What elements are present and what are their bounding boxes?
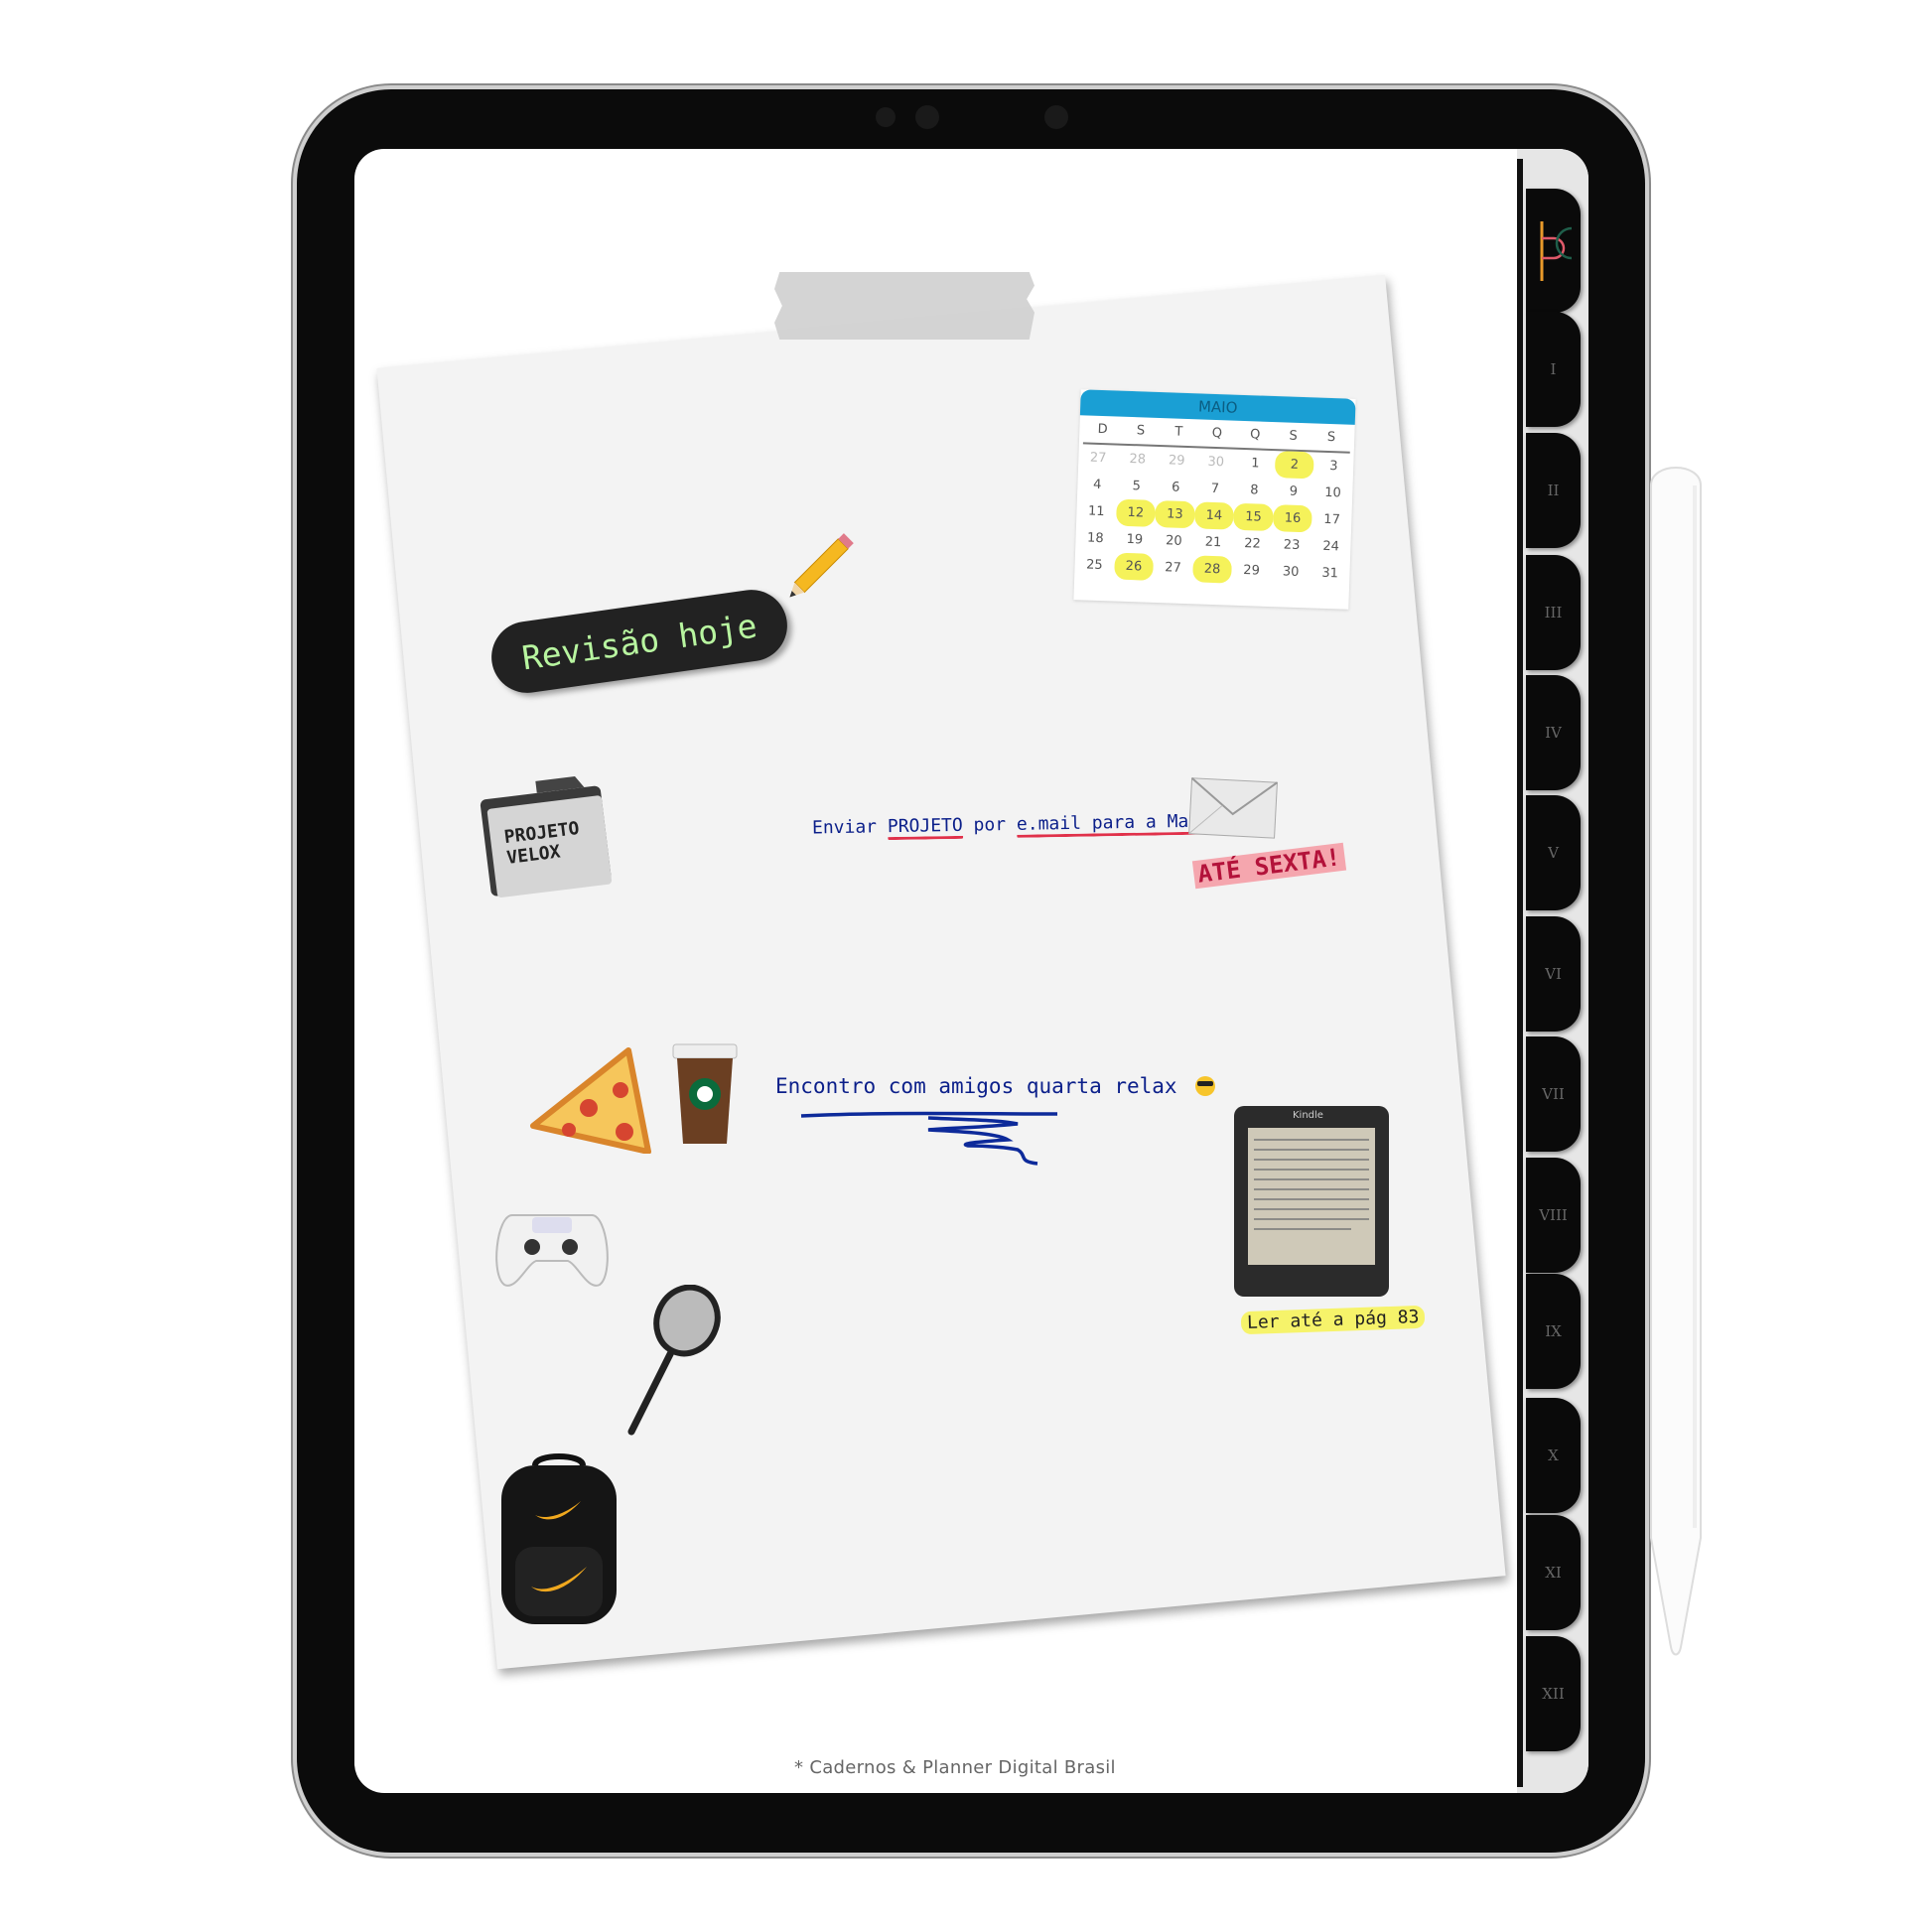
- camera-dot: [876, 107, 896, 127]
- tab-logo[interactable]: [1526, 189, 1581, 313]
- tab-section-4[interactable]: IV: [1526, 675, 1581, 790]
- tab-section-3[interactable]: III: [1526, 555, 1581, 670]
- calendar-day: 28: [1129, 451, 1147, 468]
- calendar-day: 14: [1193, 501, 1235, 530]
- tab-section-2[interactable]: II: [1526, 433, 1581, 548]
- calendar-day: 31: [1321, 565, 1339, 582]
- tab-section-9[interactable]: IX: [1526, 1274, 1581, 1389]
- task-meetup: Encontro com amigos quarta relax: [775, 1074, 1216, 1098]
- calendar-day: 8: [1250, 483, 1259, 498]
- tab-section-8[interactable]: VIII: [1526, 1158, 1581, 1273]
- tab-section-5[interactable]: V: [1526, 795, 1581, 910]
- calendar-day: 26: [1113, 552, 1155, 581]
- kindle-brand: Kindle: [1293, 1110, 1323, 1121]
- calendar-day: 29: [1243, 563, 1261, 579]
- weekday-label: S: [1136, 423, 1146, 439]
- pencil-icon: [789, 533, 854, 598]
- page-edge: [1517, 159, 1523, 1787]
- calendar-day: 4: [1092, 477, 1102, 493]
- weekday-label: T: [1174, 424, 1183, 440]
- folder-icon: [480, 776, 613, 897]
- tab-section-6[interactable]: VI: [1526, 916, 1581, 1032]
- calendar-day: 6: [1171, 480, 1180, 495]
- tennis-racket-icon: [627, 1285, 721, 1436]
- tab-section-10[interactable]: X: [1526, 1398, 1581, 1513]
- task-project-underlined: PROJETO: [887, 814, 963, 841]
- weekday-label: Q: [1211, 425, 1223, 442]
- calendar-day: 2: [1274, 451, 1315, 480]
- calendar-day: 3: [1329, 459, 1338, 475]
- scribble-underline: [800, 1111, 1057, 1166]
- calendar-day: 20: [1165, 533, 1182, 549]
- calendar-day: 10: [1323, 484, 1342, 501]
- calendar-day: 7: [1210, 481, 1220, 497]
- weekday-label: S: [1289, 428, 1299, 444]
- calendar-day: 1: [1250, 456, 1260, 472]
- calendar-day: 13: [1155, 499, 1195, 529]
- kindle-icon: [1234, 1106, 1389, 1297]
- calendar-day: 27: [1164, 560, 1182, 576]
- apple-pencil: [1650, 467, 1702, 1656]
- calendar-day: 24: [1322, 538, 1340, 555]
- tab-section-1[interactable]: I: [1526, 312, 1581, 427]
- sunglasses-face-icon: [1195, 1076, 1216, 1096]
- calendar-day: 19: [1126, 531, 1144, 548]
- tab-section-7[interactable]: VII: [1526, 1036, 1581, 1152]
- calendar-day: 28: [1191, 555, 1233, 584]
- coffee-cup-icon: [672, 1043, 738, 1144]
- calendar-day: 5: [1132, 479, 1142, 494]
- calendar-day: 30: [1282, 564, 1300, 581]
- logo-icon: [1540, 220, 1572, 281]
- calendar-day: 22: [1243, 536, 1262, 552]
- calendar-day: 30: [1207, 454, 1225, 471]
- task-meetup-text: Encontro com amigos quarta relax: [775, 1074, 1177, 1098]
- tab-section-12[interactable]: XII: [1526, 1636, 1581, 1751]
- envelope-icon: [1188, 776, 1279, 839]
- calendar-day: 16: [1272, 504, 1313, 533]
- calendar-day: 17: [1323, 511, 1341, 528]
- task-word: Enviar: [811, 816, 878, 839]
- game-controller-icon: [495, 1214, 609, 1287]
- calendar-day: 25: [1085, 557, 1103, 574]
- weekday-label: S: [1326, 429, 1336, 446]
- backpack-icon: [501, 1453, 617, 1624]
- pizza-icon: [530, 1047, 651, 1154]
- calendar-day: 21: [1204, 534, 1222, 551]
- weekday-label: Q: [1249, 427, 1261, 443]
- calendar-day: 29: [1168, 453, 1185, 469]
- calendar-day: 11: [1087, 503, 1105, 520]
- tab-section-11[interactable]: XI: [1526, 1515, 1581, 1630]
- calendar-day: 23: [1283, 537, 1301, 554]
- footer-text: Cadernos & Planner Digital Brasil: [809, 1757, 1116, 1778]
- sensor: [1044, 105, 1068, 129]
- folder-sticker: PROJETO VELOX: [476, 769, 616, 901]
- washi-tape: [774, 272, 1035, 340]
- footer-brand: * Cadernos & Planner Digital Brasil: [794, 1757, 1116, 1778]
- task-word: por: [973, 814, 1007, 836]
- weekday-label: D: [1097, 421, 1108, 438]
- calendar-day: 15: [1233, 502, 1274, 532]
- task-recipient-underlined: e.mail para a Malu: [1016, 810, 1211, 838]
- calendar-day: 18: [1086, 530, 1104, 547]
- camera-lens: [915, 105, 939, 129]
- calendar-day: 9: [1289, 483, 1299, 499]
- footer-star: *: [794, 1757, 804, 1778]
- calendar-day: 27: [1089, 450, 1107, 467]
- calendar-day: 12: [1115, 498, 1157, 527]
